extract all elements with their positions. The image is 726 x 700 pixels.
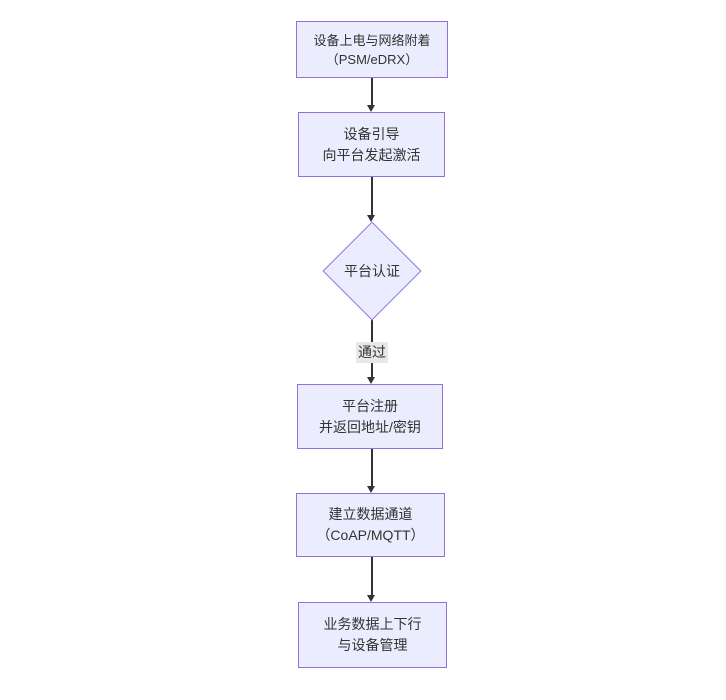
arrowhead-icon xyxy=(367,215,375,222)
node-channel-line2: （CoAP/MQTT） xyxy=(316,527,425,543)
node-bootstrap: 设备引导 向平台发起激活 xyxy=(298,112,445,177)
node-business: 业务数据上下行 与设备管理 xyxy=(298,602,447,668)
edge-channel-to-business xyxy=(371,557,373,596)
decision-platform-auth-label: 平台认证 xyxy=(344,263,400,279)
node-register: 平台注册 并返回地址/密钥 xyxy=(297,384,443,449)
node-business-line2: 与设备管理 xyxy=(337,637,408,653)
node-channel: 建立数据通道 （CoAP/MQTT） xyxy=(296,493,445,557)
node-bootstrap-line2: 向平台发起激活 xyxy=(322,146,421,163)
node-power-attach: 设备上电与网络附着 （PSM/eDRX） xyxy=(296,21,448,78)
node-power-attach-line1: 设备上电与网络附着 xyxy=(313,32,431,48)
arrowhead-icon xyxy=(367,486,375,493)
node-bootstrap-line1: 设备引导 xyxy=(343,125,400,142)
node-register-line1: 平台注册 xyxy=(342,397,398,414)
node-power-attach-line2: （PSM/eDRX） xyxy=(325,51,419,67)
arrowhead-icon xyxy=(367,105,375,112)
edge-bootstrap-to-auth xyxy=(371,177,373,216)
edge-label-pass: 通过 xyxy=(356,342,388,363)
node-register-line2: 并返回地址/密钥 xyxy=(319,418,421,435)
edge-power-to-bootstrap xyxy=(371,78,373,106)
node-business-line1: 业务数据上下行 xyxy=(323,616,422,632)
edge-register-to-channel xyxy=(371,449,373,487)
arrowhead-icon xyxy=(367,595,375,602)
arrowhead-icon xyxy=(367,377,375,384)
node-channel-line1: 建立数据通道 xyxy=(328,506,413,522)
